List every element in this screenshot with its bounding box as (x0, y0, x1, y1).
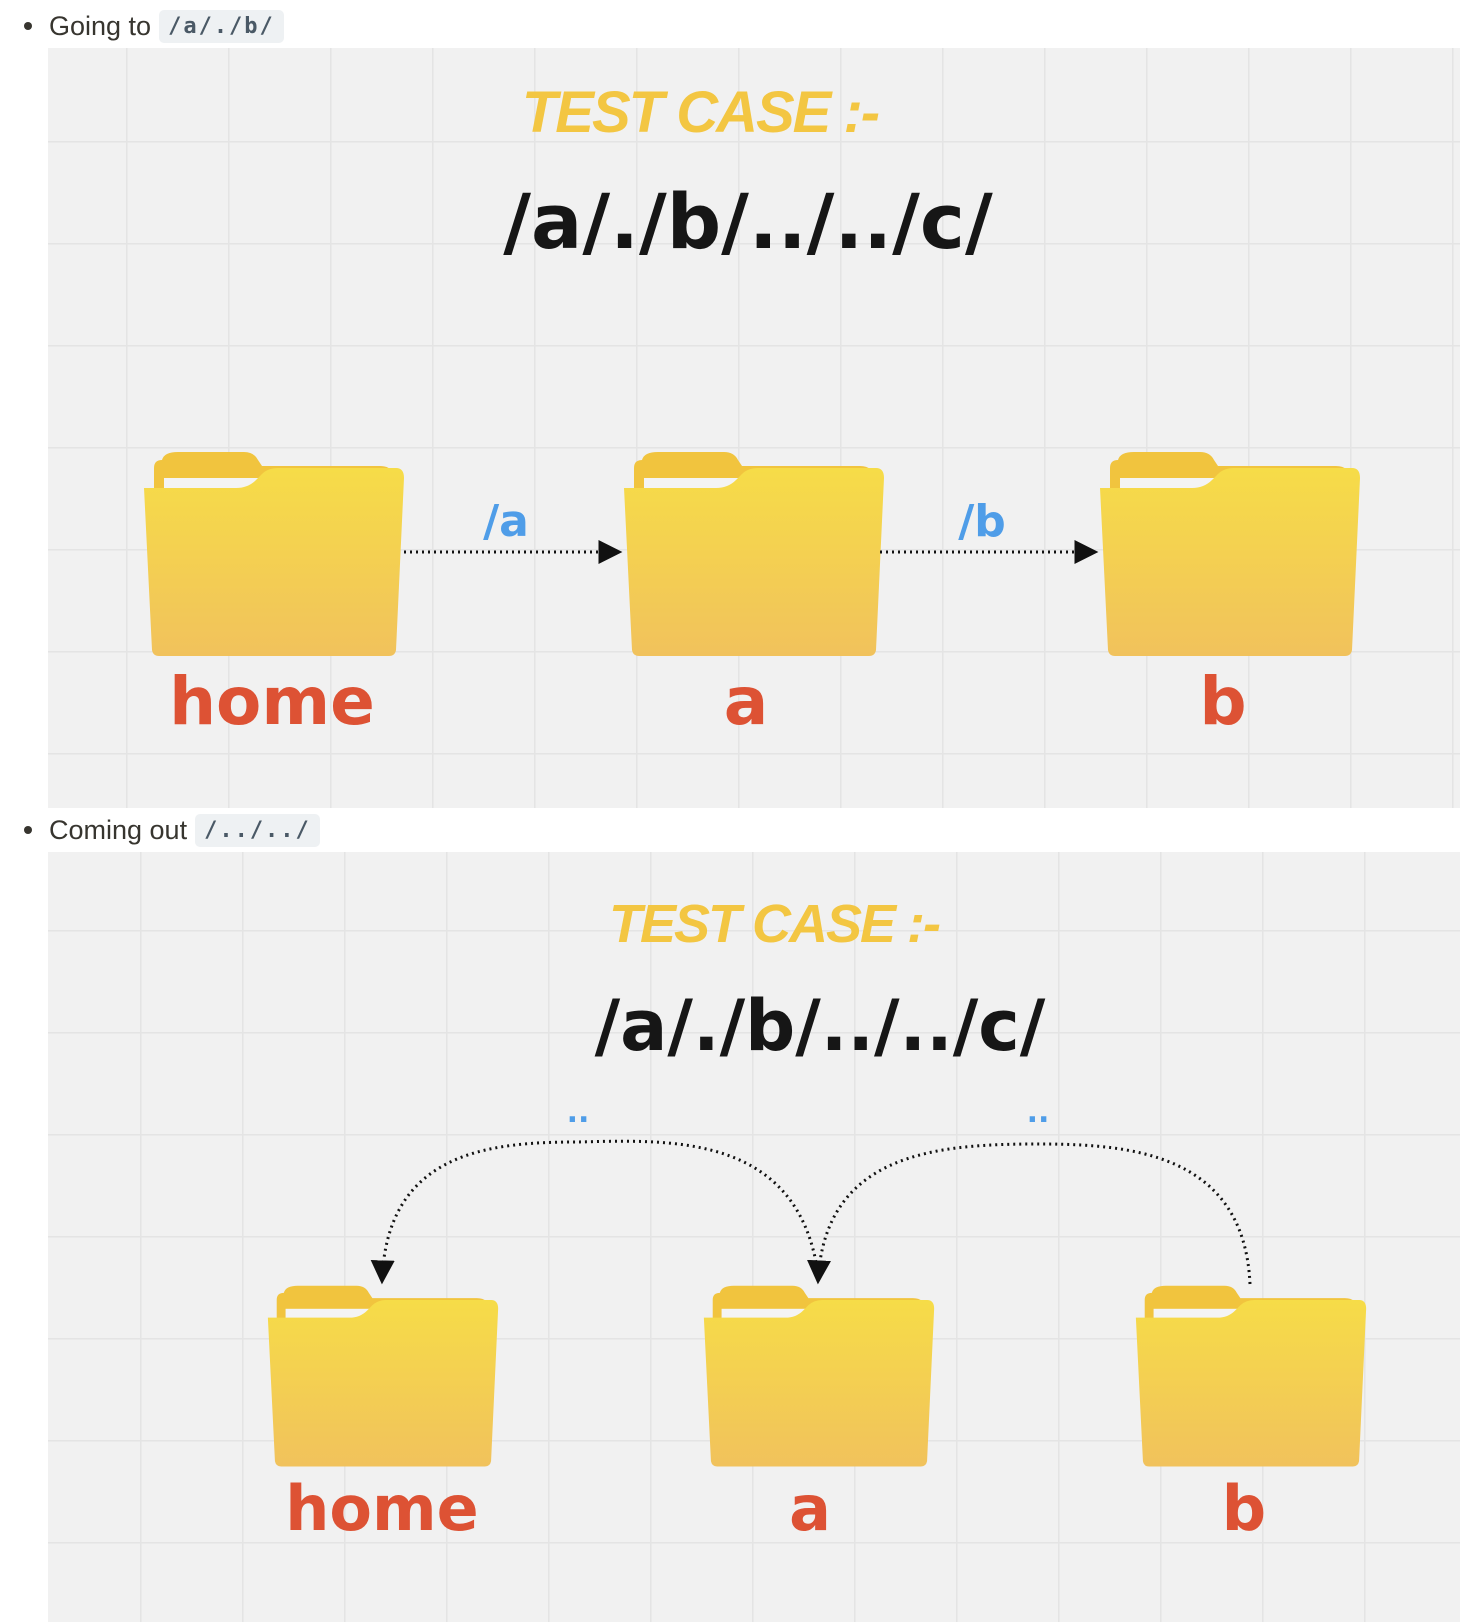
bullet-dot (24, 826, 32, 834)
edge-label: .. (567, 1095, 590, 1130)
path-title: /a/./b/../../c/ (503, 177, 993, 266)
bullet-text: Going to (49, 10, 152, 41)
folder-label: home (169, 663, 375, 740)
edge-label: .. (1027, 1095, 1050, 1130)
inline-code: /a/./b/ (159, 9, 284, 43)
bullet-dot (24, 22, 32, 30)
diagram-coming-out: TEST CASE :- /a/./b/../../c/ .. .. home … (48, 852, 1460, 1622)
folder-label: a (789, 1472, 831, 1545)
diagram-going-to: TEST CASE :- /a/./b/../../c/ /a /b home … (48, 48, 1460, 808)
bullet-text: Coming out (49, 814, 188, 845)
folder-label: home (285, 1472, 478, 1545)
arrow-icon (370, 1139, 820, 1285)
folder-icon (1135, 1285, 1367, 1467)
folder-label: b (1199, 663, 1246, 740)
diagram-canvas: TEST CASE :- /a/./b/../../c/ /a /b home … (144, 80, 1360, 740)
folder-icon (703, 1285, 935, 1467)
folder-icon (624, 452, 884, 656)
diagram-canvas: TEST CASE :- /a/./b/../../c/ .. .. home … (267, 894, 1367, 1545)
inline-code: /../../ (195, 813, 320, 847)
edge-label: /a (483, 496, 529, 547)
banner-title: TEST CASE :- (609, 894, 940, 954)
arrow-icon (807, 1142, 1252, 1285)
bullet-coming-out: Coming out /../../ (0, 810, 320, 850)
folder-icon (267, 1285, 499, 1467)
bullet-going-to: Going to /a/./b/ (0, 6, 284, 46)
folder-label: a (724, 663, 769, 740)
folder-icon (1100, 452, 1360, 656)
edge-label: /b (958, 496, 1006, 547)
folder-icon (144, 452, 404, 656)
path-title: /a/./b/../../c/ (595, 985, 1046, 1067)
folder-label: b (1222, 1472, 1266, 1545)
banner-title: TEST CASE :- (522, 80, 879, 145)
